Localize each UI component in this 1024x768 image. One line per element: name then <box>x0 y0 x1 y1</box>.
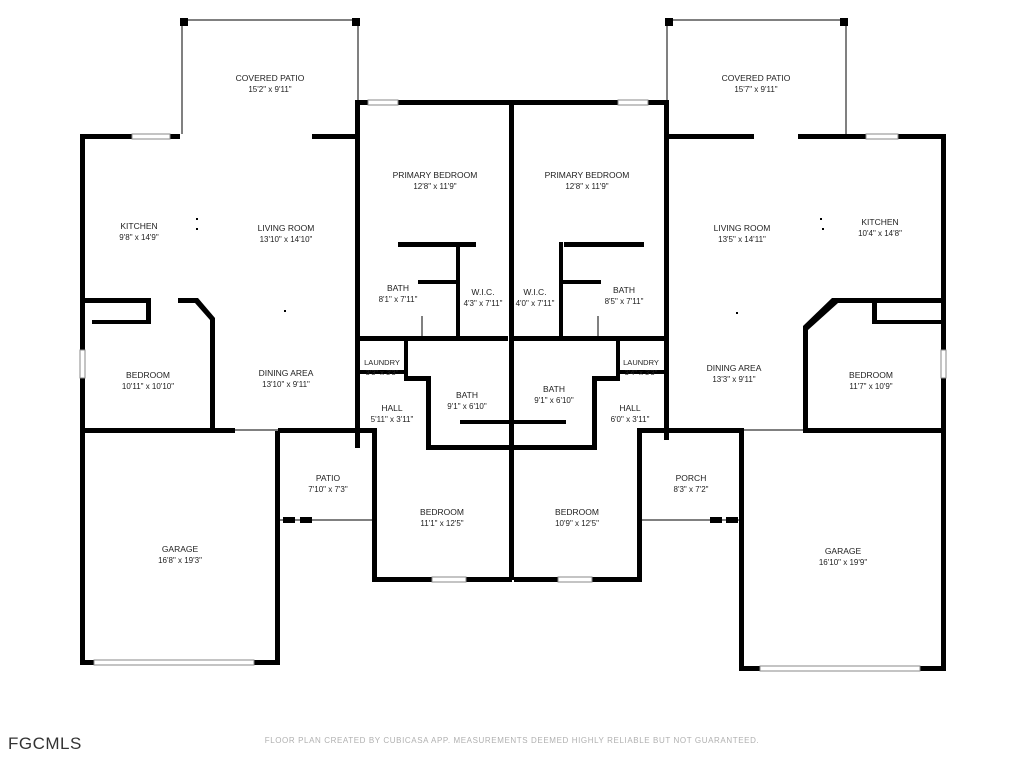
room-label-bath-center-right: BATH 9'1" x 6'10" <box>534 384 574 405</box>
room-name: BATH <box>613 285 635 295</box>
room-name: GARAGE <box>825 546 862 556</box>
room-name: KITCHEN <box>861 217 898 227</box>
room-label-laundry-right: LAUNDRY 3'4" x 3'3" <box>623 358 659 377</box>
room-dims: 10'11" x 10'10" <box>122 382 174 391</box>
room-dims: 10'4" x 14'8" <box>858 229 902 238</box>
room-label-bedroom-center-right: BEDROOM 10'9" x 12'5" <box>555 507 599 528</box>
room-name: PRIMARY BEDROOM <box>393 170 478 180</box>
room-label-bath-center-left: BATH 9'1" x 6'10" <box>447 390 487 411</box>
room-label-living-room-left: LIVING ROOM 13'10" x 14'10" <box>258 223 315 244</box>
interior-walls-right <box>514 242 946 671</box>
room-name: LAUNDRY <box>364 358 400 367</box>
room-dims: 11'1" x 12'5" <box>420 519 463 528</box>
room-label-dining-area-left: DINING AREA 13'10" x 9'11" <box>259 368 314 389</box>
room-name: DINING AREA <box>707 363 762 373</box>
room-dims: 9'8" x 14'9" <box>119 233 159 242</box>
room-dims: 3'4" x 3'3" <box>625 368 658 377</box>
room-dims: 16'8" x 19'3" <box>158 556 202 565</box>
room-name: COVERED PATIO <box>236 73 305 83</box>
room-label-hall-right: HALL 6'0" x 3'11" <box>611 403 650 424</box>
room-label-dining-area-right: DINING AREA 13'3" x 9'11" <box>707 363 762 384</box>
room-dims: 6'0" x 3'11" <box>611 415 650 424</box>
room-label-laundry-left: LAUNDRY 3'3" x 3'3" <box>364 358 400 377</box>
room-name: LAUNDRY <box>623 358 659 367</box>
room-dims: 13'5" x 14'11" <box>718 235 766 244</box>
mls-logo: FGCMLS <box>8 734 82 753</box>
room-label-kitchen-left: KITCHEN 9'8" x 14'9" <box>119 221 159 242</box>
room-dims: 7'10" x 7'3" <box>308 485 348 494</box>
room-label-covered-patio-right: COVERED PATIO 15'7" x 9'11" <box>722 73 791 94</box>
covered-patio-left-outline <box>180 18 360 134</box>
interior-walls-left <box>80 242 512 665</box>
room-dims: 12'8" x 11'9" <box>565 182 608 191</box>
room-label-garage-left: GARAGE 16'8" x 19'3" <box>158 544 202 565</box>
room-name: DINING AREA <box>259 368 314 378</box>
room-dims: 8'3" x 7'2" <box>674 485 709 494</box>
room-label-living-room-right: LIVING ROOM 13'5" x 14'11" <box>714 223 771 244</box>
room-dims: 11'7" x 10'9" <box>849 382 892 391</box>
room-name: PRIMARY BEDROOM <box>545 170 630 180</box>
room-name: BATH <box>456 390 478 400</box>
room-label-covered-patio-left: COVERED PATIO 15'2" x 9'11" <box>236 73 305 94</box>
windows <box>79 99 947 672</box>
room-name: BEDROOM <box>849 370 893 380</box>
room-label-wic-left: W.I.C. 4'3" x 7'11" <box>464 287 503 308</box>
room-dims: 13'10" x 9'11" <box>262 380 310 389</box>
fixture-dots <box>196 218 824 314</box>
footer-disclaimer: FLOOR PLAN CREATED BY CUBICASA APP. MEAS… <box>264 736 760 745</box>
room-label-hall-left: HALL 5'11" x 3'11" <box>371 403 414 424</box>
room-dims: 10'9" x 12'5" <box>555 519 599 528</box>
room-dims: 3'3" x 3'3" <box>366 368 399 377</box>
room-name: BATH <box>387 283 409 293</box>
room-name: BEDROOM <box>555 507 599 517</box>
room-label-wic-right: W.I.C. 4'0" x 7'11" <box>516 287 555 308</box>
room-name: HALL <box>381 403 403 413</box>
room-dims: 16'10" x 19'9" <box>819 558 867 567</box>
room-dims: 8'5" x 7'11" <box>605 297 644 306</box>
room-name: BATH <box>543 384 565 394</box>
room-dims: 9'1" x 6'10" <box>534 396 574 405</box>
covered-patio-right-outline <box>665 18 848 134</box>
room-label-garage-right: GARAGE 16'10" x 19'9" <box>819 546 867 567</box>
door-marks <box>81 150 945 620</box>
room-label-bath-right: BATH 8'5" x 7'11" <box>605 285 644 306</box>
room-label-bedroom-center-left: BEDROOM 11'1" x 12'5" <box>420 507 464 528</box>
room-name: PATIO <box>316 473 341 483</box>
room-dims: 8'1" x 7'11" <box>379 295 418 304</box>
room-name: LIVING ROOM <box>714 223 771 233</box>
room-label-bath-left: BATH 8'1" x 7'11" <box>379 283 418 304</box>
room-dims: 15'2" x 9'11" <box>248 85 291 94</box>
room-name: PORCH <box>676 473 707 483</box>
room-label-bedroom-right: BEDROOM 11'7" x 10'9" <box>849 370 893 391</box>
room-name: BEDROOM <box>126 370 170 380</box>
room-label-bedroom-left: BEDROOM 10'11" x 10'10" <box>122 370 174 391</box>
room-labels: COVERED PATIO 15'2" x 9'11" COVERED PATI… <box>119 73 902 567</box>
room-label-patio: PATIO 7'10" x 7'3" <box>308 473 348 494</box>
room-dims: 15'7" x 9'11" <box>734 85 777 94</box>
room-label-primary-bedroom-right: PRIMARY BEDROOM 12'8" x 11'9" <box>545 170 630 191</box>
room-dims: 13'10" x 14'10" <box>260 235 313 244</box>
room-name: LIVING ROOM <box>258 223 315 233</box>
room-label-porch: PORCH 8'3" x 7'2" <box>674 473 709 494</box>
room-dims: 4'0" x 7'11" <box>516 299 555 308</box>
room-label-kitchen-right: KITCHEN 10'4" x 14'8" <box>858 217 902 238</box>
room-dims: 9'1" x 6'10" <box>447 402 487 411</box>
room-name: W.I.C. <box>523 287 546 297</box>
room-label-primary-bedroom-left: PRIMARY BEDROOM 12'8" x 11'9" <box>393 170 478 191</box>
room-dims: 5'11" x 3'11" <box>371 415 414 424</box>
room-name: HALL <box>619 403 641 413</box>
exterior-walls <box>80 100 946 580</box>
room-dims: 4'3" x 7'11" <box>464 299 503 308</box>
room-name: COVERED PATIO <box>722 73 791 83</box>
room-name: GARAGE <box>162 544 199 554</box>
room-dims: 13'3" x 9'11" <box>712 375 755 384</box>
room-name: BEDROOM <box>420 507 464 517</box>
room-dims: 12'8" x 11'9" <box>413 182 456 191</box>
room-name: KITCHEN <box>120 221 157 231</box>
room-name: W.I.C. <box>471 287 494 297</box>
